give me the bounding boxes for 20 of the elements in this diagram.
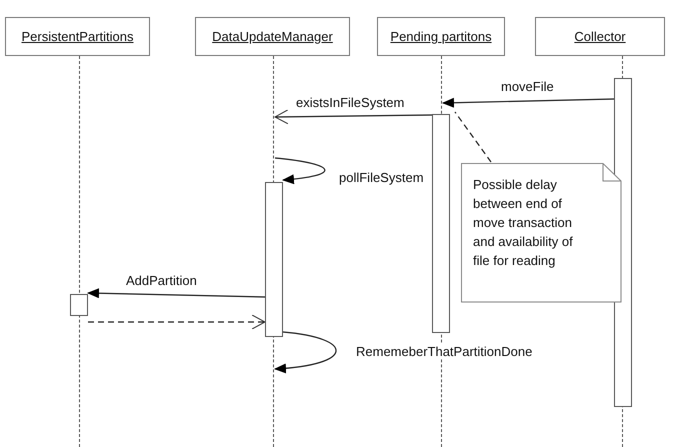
activation-bar <box>70 294 88 316</box>
message-label: AddPartition <box>125 273 198 288</box>
message-arrow <box>442 98 614 108</box>
message-arrow <box>87 288 266 298</box>
activation-bar <box>265 182 283 337</box>
message-label: existsInFileSystem <box>295 95 406 110</box>
message-label: pollFileSystem <box>338 170 425 185</box>
lifeline-header: DataUpdateManager <box>195 17 350 56</box>
activation-bar <box>432 114 450 333</box>
message-arrow <box>274 109 432 124</box>
lifeline-header: Collector <box>535 17 665 56</box>
note-connector <box>454 112 492 162</box>
message-label: RememeberThatPartitionDone <box>355 344 534 359</box>
lifeline-header: Pending partitons <box>377 17 505 56</box>
message-arrow <box>274 331 336 374</box>
message-label: moveFile <box>500 79 555 94</box>
note: Possible delay between end of move transaction and availability of file for reading <box>461 163 622 303</box>
message-arrow <box>274 157 326 184</box>
return-arrow <box>88 314 266 330</box>
lifeline-header: PersistentPartitions <box>5 17 150 56</box>
